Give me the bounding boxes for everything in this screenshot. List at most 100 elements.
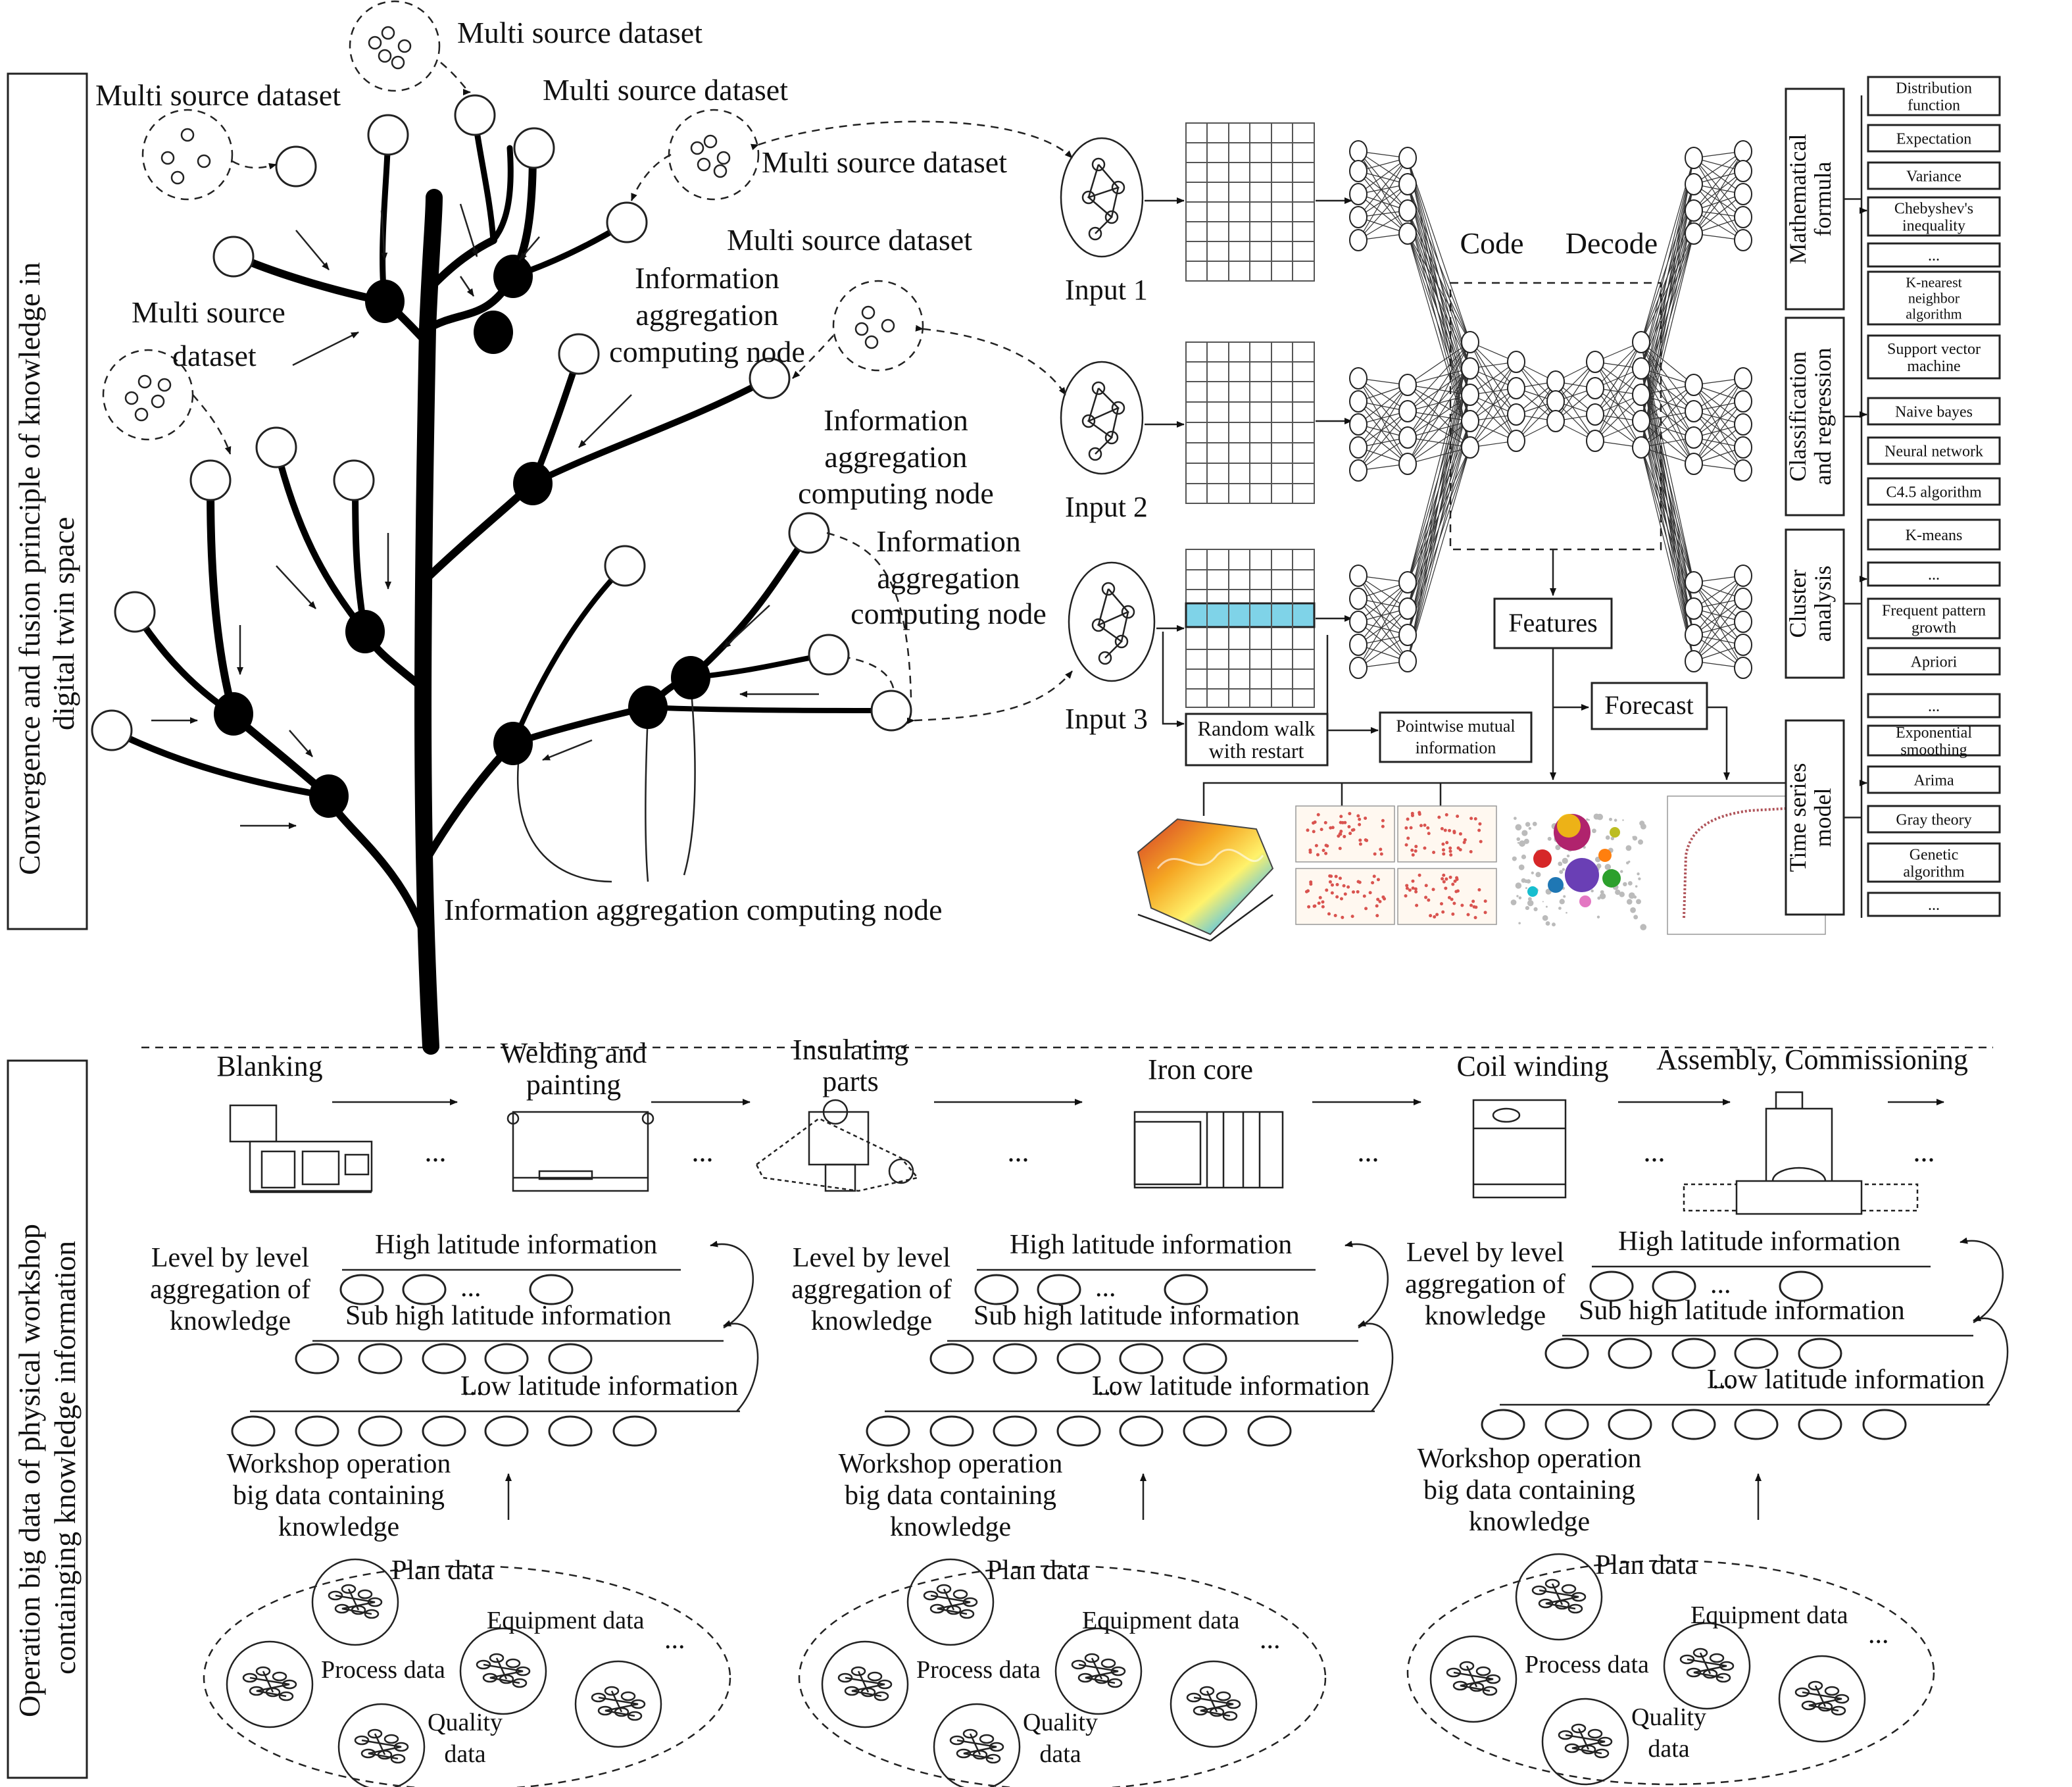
- scatter-point: [1427, 832, 1431, 836]
- method-item-label: Chebyshev's: [1894, 200, 1973, 217]
- method-item-label: ...: [1928, 897, 1940, 914]
- neuron: [1507, 377, 1525, 399]
- scatter-point: [1364, 817, 1368, 820]
- pmi-line2: information: [1416, 738, 1496, 757]
- info-unit: [974, 1274, 1019, 1305]
- info-unit: [1671, 1409, 1716, 1440]
- code-label: Code: [1460, 226, 1523, 260]
- quality-data-label: data: [1039, 1740, 1081, 1768]
- scatter-point: [1329, 874, 1333, 878]
- sub-high-latitude-label: Sub high latitude information: [345, 1301, 672, 1331]
- scatter-point: [1473, 817, 1477, 820]
- graph-node-small: [1528, 826, 1532, 830]
- high-latitude-label: High latitude information: [1010, 1230, 1292, 1260]
- process-step-label: painting: [526, 1069, 621, 1101]
- graph-node-small: [1542, 915, 1548, 921]
- method-item-label: Exponential: [1896, 724, 1972, 742]
- method-group-title: analysis: [1810, 566, 1836, 642]
- graph-node-small: [1630, 907, 1636, 913]
- graph-node-small: [1515, 882, 1522, 889]
- scatter-point: [1324, 851, 1328, 855]
- graph-node-small: [1608, 817, 1612, 821]
- scatter-point: [1364, 907, 1368, 911]
- scatter-point: [1405, 884, 1409, 888]
- pmi-line1: Pointwise mutual: [1396, 717, 1515, 736]
- process-ellipsis: ...: [425, 1136, 447, 1168]
- method-item-label: Distribution: [1896, 80, 1972, 97]
- scatter-point: [1423, 846, 1427, 850]
- scatter-point: [1381, 818, 1385, 822]
- viz-scatter-matrix: [1295, 805, 1497, 925]
- process-data-label: Process data: [916, 1656, 1041, 1684]
- aggregation-node: [628, 686, 668, 729]
- info-unit: [484, 1343, 529, 1374]
- info-unit: [866, 1415, 910, 1447]
- graph-node-small: [1623, 882, 1627, 887]
- svg-text:computing node: computing node: [609, 335, 805, 368]
- scatter-point: [1352, 828, 1356, 832]
- graph-node-small: [1519, 840, 1525, 847]
- scatter-point: [1442, 852, 1446, 856]
- neuron: [1349, 160, 1368, 182]
- graph-node-small: [1610, 836, 1614, 841]
- sub-high-latitude-label: Sub high latitude information: [1579, 1296, 1905, 1326]
- dataset-label-2: Multi source dataset: [95, 78, 341, 112]
- info-unit: [358, 1415, 403, 1447]
- scatter-point: [1444, 877, 1448, 881]
- scatter-point: [1373, 852, 1377, 856]
- scatter-point: [1419, 824, 1423, 828]
- graph-node-small: [1523, 838, 1529, 844]
- data-cluster: [933, 1703, 1021, 1787]
- top-side-label-line2: digital twin space: [47, 517, 80, 730]
- neuron: [1349, 367, 1368, 390]
- neuron: [1349, 413, 1368, 436]
- neuron: [1398, 571, 1417, 593]
- dataset-label-6a: Multi source: [132, 295, 285, 329]
- method-item-box: [1867, 693, 2001, 718]
- quality-data-label: Quality: [1023, 1709, 1098, 1736]
- process-ellipsis: ...: [1913, 1136, 1935, 1168]
- method-item-box: [1867, 124, 2001, 153]
- graph-node-large: [1527, 886, 1538, 897]
- info-unit: [484, 1415, 529, 1447]
- scatter-point: [1463, 838, 1467, 842]
- neuron: [1734, 183, 1752, 205]
- tree-leaf-node: [870, 690, 912, 732]
- method-item-label: K-nearest: [1906, 274, 1962, 291]
- machine-coil-winding-icon: [1472, 1099, 1567, 1199]
- tree-leaf-node: [513, 127, 555, 169]
- workshop-data-label: knowledge: [278, 1512, 399, 1542]
- neuron: [1398, 650, 1417, 672]
- scatter-point: [1330, 891, 1334, 895]
- scatter-point: [1343, 834, 1346, 838]
- data-cluster: [1515, 1553, 1603, 1641]
- method-item-box: [1867, 270, 2001, 326]
- scatter-point: [1406, 817, 1410, 821]
- quality-data-label: Quality: [428, 1709, 503, 1736]
- graph-node-small: [1591, 889, 1594, 893]
- scatter-point: [1448, 828, 1452, 832]
- scatter-point: [1376, 878, 1380, 882]
- scatter-point: [1347, 824, 1351, 828]
- method-item-label: algorithm: [1906, 306, 1962, 322]
- data-cluster: [459, 1627, 547, 1715]
- scatter-point: [1348, 812, 1352, 816]
- scatter-point: [1338, 876, 1342, 880]
- neuron: [1507, 403, 1525, 426]
- graph-node-small: [1510, 899, 1517, 905]
- scatter-point: [1306, 828, 1310, 832]
- svg-text:Information: Information: [824, 403, 968, 437]
- input-1: Input 1: [1060, 137, 1148, 306]
- level-label: aggregation of: [1405, 1269, 1566, 1299]
- graph-node-small: [1625, 861, 1629, 865]
- method-item-box: [1867, 765, 2001, 794]
- low-latitude-label: Low latitude information: [460, 1371, 738, 1401]
- method-item-label: function: [1908, 97, 1960, 114]
- graph-node-large: [1598, 849, 1612, 862]
- neuron: [1734, 634, 1752, 656]
- scatter-point: [1342, 884, 1346, 888]
- machine-welding-icon: [506, 1111, 654, 1192]
- level-label: Level by level: [1406, 1238, 1564, 1268]
- neuron: [1349, 140, 1368, 163]
